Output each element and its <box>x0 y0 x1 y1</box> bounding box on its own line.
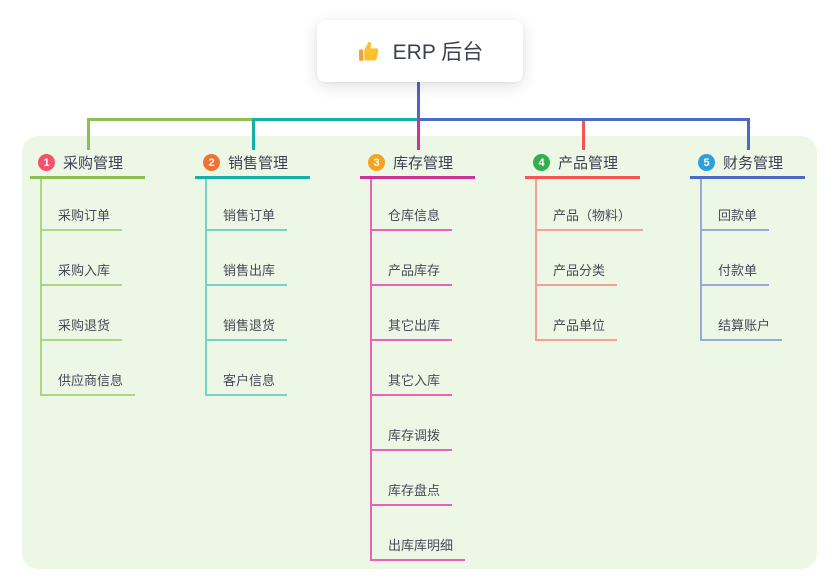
child-node[interactable]: 采购退货 <box>40 313 123 341</box>
connector-line <box>252 118 422 121</box>
child-label: 产品单位 <box>553 318 606 333</box>
child-node[interactable]: 销售订单 <box>205 203 288 231</box>
branch-node-1[interactable]: 1 采购管理 <box>30 149 145 179</box>
branch-label: 销售管理 <box>228 155 289 172</box>
child-label: 库存调拨 <box>388 428 441 443</box>
connector-line <box>417 82 420 121</box>
branch-node-3[interactable]: 3 库存管理 <box>360 149 475 179</box>
branch-number-badge: 1 <box>38 154 55 171</box>
child-label: 结算账户 <box>718 318 771 333</box>
branch-child-connector <box>205 179 207 394</box>
child-label: 回款单 <box>718 208 758 223</box>
connector-line <box>252 118 255 150</box>
branch-4: 4 产品管理 产品（物料） 产品分类 产品单位 <box>525 0 690 588</box>
child-label: 采购订单 <box>58 208 111 223</box>
branch-label: 财务管理 <box>723 155 784 172</box>
child-node[interactable]: 仓库信息 <box>370 203 453 231</box>
child-label: 其它出库 <box>388 318 441 333</box>
child-label: 供应商信息 <box>58 373 124 388</box>
child-node[interactable]: 产品（物料） <box>535 203 644 231</box>
child-node[interactable]: 销售退货 <box>205 313 288 341</box>
child-label: 销售出库 <box>223 263 276 278</box>
branch-2: 2 销售管理 销售订单 销售出库 销售退货 客户信息 <box>195 0 360 588</box>
branch-node-4[interactable]: 4 产品管理 <box>525 149 640 179</box>
child-node[interactable]: 产品单位 <box>535 313 618 341</box>
branch-label: 库存管理 <box>393 155 454 172</box>
branch-number-badge: 3 <box>368 154 385 171</box>
branch-number-badge: 2 <box>203 154 220 171</box>
child-label: 出库库明细 <box>388 538 454 553</box>
child-node[interactable]: 出库库明细 <box>370 533 466 561</box>
child-node[interactable]: 销售出库 <box>205 258 288 286</box>
root-title: ERP 后台 <box>392 41 484 64</box>
connector-line <box>417 121 420 150</box>
branch-child-connector <box>40 179 42 394</box>
child-label: 库存盘点 <box>388 483 441 498</box>
child-node[interactable]: 客户信息 <box>205 368 288 396</box>
child-node[interactable]: 回款单 <box>700 203 770 231</box>
child-label: 付款单 <box>718 263 758 278</box>
branch-number-badge: 5 <box>698 154 715 171</box>
child-node[interactable]: 付款单 <box>700 258 770 286</box>
child-node[interactable]: 其它入库 <box>370 368 453 396</box>
branch-1: 1 采购管理 采购订单 采购入库 采购退货 供应商信息 <box>30 0 195 588</box>
child-label: 采购入库 <box>58 263 111 278</box>
child-label: 仓库信息 <box>388 208 441 223</box>
child-node[interactable]: 产品库存 <box>370 258 453 286</box>
branch-number-badge: 4 <box>533 154 550 171</box>
branches-panel <box>22 136 817 569</box>
child-label: 产品库存 <box>388 263 441 278</box>
connector-line <box>582 118 585 150</box>
branch-child-connector <box>700 179 702 339</box>
connector-line <box>87 118 90 150</box>
child-node[interactable]: 供应商信息 <box>40 368 136 396</box>
connector-line <box>419 118 750 121</box>
branch-3: 3 库存管理 仓库信息 产品库存 其它出库 其它入库 库存调拨 库存盘点 出库库… <box>360 0 525 588</box>
connector-line <box>747 118 750 150</box>
child-node[interactable]: 其它出库 <box>370 313 453 341</box>
child-node[interactable]: 采购入库 <box>40 258 123 286</box>
child-label: 客户信息 <box>223 373 276 388</box>
branch-child-connector <box>370 179 372 559</box>
child-label: 销售订单 <box>223 208 276 223</box>
branch-node-2[interactable]: 2 销售管理 <box>195 149 310 179</box>
child-label: 其它入库 <box>388 373 441 388</box>
branch-node-5[interactable]: 5 财务管理 <box>690 149 805 179</box>
child-node[interactable]: 结算账户 <box>700 313 783 341</box>
child-label: 采购退货 <box>58 318 111 333</box>
child-label: 销售退货 <box>223 318 276 333</box>
thumbs-up-icon <box>358 41 379 61</box>
branch-child-connector <box>535 179 537 339</box>
branch-label: 采购管理 <box>63 155 124 172</box>
child-node[interactable]: 采购订单 <box>40 203 123 231</box>
child-label: 产品（物料） <box>553 208 632 223</box>
branch-5: 5 财务管理 回款单 付款单 结算账户 <box>690 0 839 588</box>
branch-label: 产品管理 <box>558 155 619 172</box>
child-node[interactable]: 库存盘点 <box>370 478 453 506</box>
root-node[interactable]: ERP 后台 <box>317 20 523 82</box>
child-label: 产品分类 <box>553 263 606 278</box>
child-node[interactable]: 产品分类 <box>535 258 618 286</box>
child-node[interactable]: 库存调拨 <box>370 423 453 451</box>
